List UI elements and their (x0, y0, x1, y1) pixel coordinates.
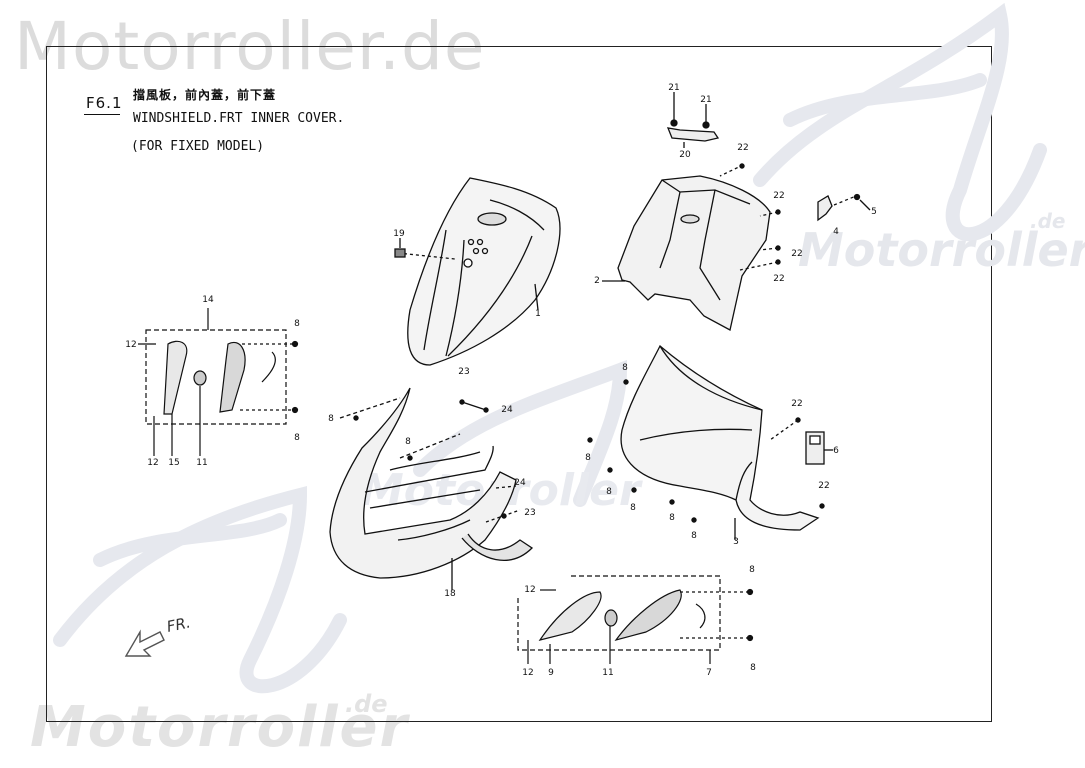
hook-part (817, 193, 871, 222)
title-chinese: 擋風板，前內蓋，前下蓋 (133, 88, 277, 102)
callout-label: 23 (458, 367, 469, 377)
clip-part (805, 431, 833, 465)
callout-label: 22 (791, 249, 802, 259)
callout-label: 22 (773, 191, 784, 201)
callout-label: 15 (168, 458, 179, 468)
callout-label: 22 (773, 274, 784, 284)
figure-number-underline (84, 114, 120, 115)
callout-label: 1 (535, 309, 541, 319)
callout-label: 21 (700, 95, 711, 105)
callout-label: 8 (294, 433, 300, 443)
callout-label: 5 (871, 207, 877, 217)
callout-label: 22 (737, 143, 748, 153)
callout-label: 8 (750, 663, 756, 673)
callout-label: 8 (622, 363, 628, 373)
callout-label: 12 (524, 585, 535, 595)
callout-label: 8 (606, 487, 612, 497)
watermark-bottom: Motorroller (30, 695, 410, 760)
callout-label: 19 (393, 229, 405, 239)
windshield-part (394, 177, 561, 366)
callout-label: 22 (791, 399, 802, 409)
diagram-frame (46, 46, 992, 722)
watermark-bottom-suffix: .de (345, 690, 388, 718)
callout-label: 8 (749, 565, 755, 575)
callout-label: 23 (524, 508, 535, 518)
callout-label: 8 (294, 319, 300, 329)
callout-label: 22 (818, 481, 829, 491)
callout-label: 8 (691, 531, 697, 541)
fr-label: FR. (165, 613, 192, 636)
fasteners (353, 163, 825, 523)
callout-label: 3 (733, 537, 739, 547)
front-lower-cover-part (329, 387, 534, 590)
callout-label: 8 (585, 453, 591, 463)
callout-label: 12 (522, 668, 533, 678)
callout-label: 21 (668, 83, 679, 93)
callout-label: 11 (196, 458, 207, 468)
callout-label: 20 (679, 150, 691, 160)
callout-label: 7 (706, 668, 712, 678)
title-note: (FOR FIXED MODEL) (131, 139, 265, 154)
callout-label: 9 (548, 668, 554, 678)
callout-label: 8 (669, 513, 675, 523)
fr-direction-indicator: FR. (124, 613, 192, 657)
callout-label: 18 (444, 589, 456, 599)
callout-label: 24 (514, 478, 526, 488)
callout-label: 8 (328, 414, 334, 424)
bracket-part (666, 92, 720, 148)
callout-label: 4 (833, 227, 839, 237)
svg-text:.de: .de (1030, 209, 1065, 233)
callout-label: 6 (833, 446, 839, 456)
svg-text:Motorroller: Motorroller (798, 223, 1085, 277)
left-light-group (138, 308, 299, 456)
figure-number: F6.1 (86, 94, 123, 112)
callout-label: 11 (602, 668, 613, 678)
callout-label: 12 (147, 458, 158, 468)
front-inner-cover-part (602, 164, 779, 331)
callout-label: 12 (125, 340, 136, 350)
callout-label: 24 (501, 405, 513, 415)
right-light-group (517, 575, 754, 664)
callout-label: 14 (202, 295, 214, 305)
callout-label: 2 (594, 276, 600, 286)
callout-label: 8 (630, 503, 636, 513)
front-inner-cover-lower-part (620, 344, 820, 540)
callout-label: 8 (405, 437, 411, 447)
title-english: WINDSHIELD.FRT INNER COVER. (133, 111, 345, 126)
watermark-scooter-logos (53, 2, 1047, 694)
